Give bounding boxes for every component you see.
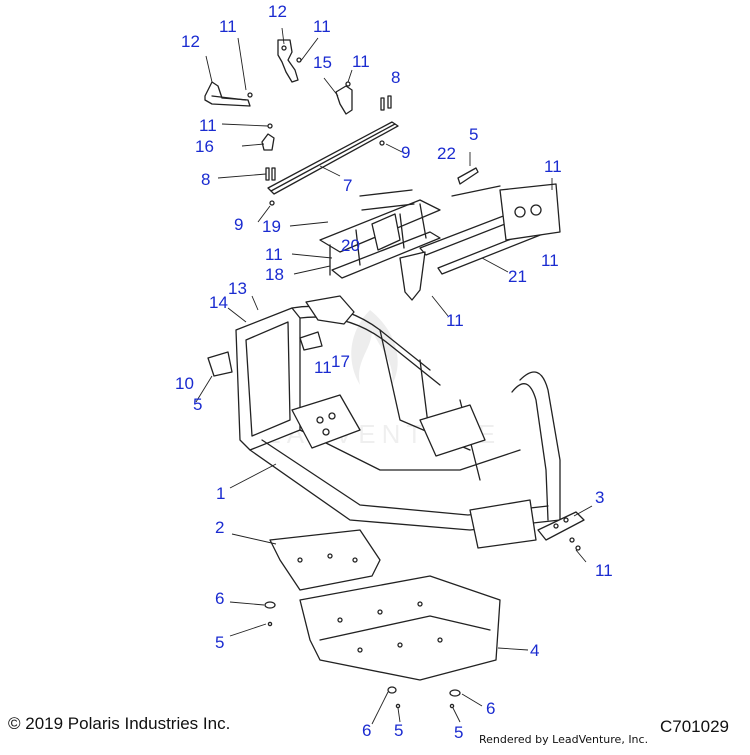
- fastener-group-top: [247, 57, 392, 206]
- callout-14[interactable]: 14: [209, 293, 228, 312]
- callout-20[interactable]: 20: [341, 236, 360, 255]
- callout-5-left[interactable]: 5: [193, 395, 203, 414]
- callout-11-top-right[interactable]: 11: [313, 17, 331, 36]
- callout-5-bottom-center[interactable]: 5: [394, 721, 404, 740]
- callout-11-bar-left[interactable]: 11: [199, 116, 217, 135]
- fastener-group-bottom: [264, 537, 581, 709]
- main-frame-1: [235, 305, 561, 549]
- callout-8-left[interactable]: 8: [201, 170, 211, 189]
- callout-6-left[interactable]: 6: [215, 589, 225, 608]
- bracket-16: [261, 133, 275, 151]
- callout-7[interactable]: 7: [343, 176, 353, 195]
- skid-plate-2: [269, 529, 381, 591]
- callout-13[interactable]: 13: [228, 279, 247, 298]
- callout-11-subframe-right[interactable]: 11: [541, 251, 559, 270]
- callout-5-top[interactable]: 5: [469, 125, 479, 144]
- callout-8-top[interactable]: 8: [391, 68, 401, 87]
- callout-5-bottom-left[interactable]: 5: [215, 633, 225, 652]
- callout-19[interactable]: 19: [262, 217, 281, 236]
- render-note: Rendered by LeadVenture, Inc.: [479, 733, 649, 746]
- callout-10[interactable]: 10: [175, 374, 194, 393]
- callout-4[interactable]: 4: [530, 641, 540, 660]
- bracket-12-top: [277, 39, 299, 83]
- subframe-20: [319, 189, 441, 279]
- callout-9-top[interactable]: 9: [401, 143, 411, 162]
- bracket-12-left: [204, 81, 251, 107]
- plate-3: [537, 511, 585, 541]
- callout-11-subframe-bottom[interactable]: 11: [446, 311, 464, 330]
- watermark-logo: [351, 310, 398, 385]
- callout-11-right-top[interactable]: 11: [544, 157, 562, 176]
- callout-12-top[interactable]: 12: [268, 2, 287, 21]
- subframe-21: [399, 183, 561, 301]
- callout-15[interactable]: 15: [313, 53, 332, 72]
- bracket-15: [335, 85, 353, 115]
- copyright-text: © 2019 Polaris Industries Inc.: [8, 714, 231, 733]
- callout-11-top-left[interactable]: 11: [219, 17, 237, 36]
- callout-11-plate-3[interactable]: 11: [595, 561, 613, 580]
- diagram-code: C701029: [660, 717, 730, 736]
- callout-11-subframe-left[interactable]: 11: [265, 245, 283, 264]
- callout-12-left[interactable]: 12: [181, 32, 200, 51]
- skid-plate-4: [299, 575, 501, 681]
- frame-bar-7: [267, 121, 399, 195]
- leader-lines: [195, 27, 593, 725]
- callout-6-bottom-center[interactable]: 6: [362, 721, 372, 740]
- callout-9-left[interactable]: 9: [234, 215, 244, 234]
- callout-11-frame-center[interactable]: 11: [314, 358, 332, 377]
- callout-5-bottom-right[interactable]: 5: [454, 723, 464, 742]
- callout-6-bottom-right[interactable]: 6: [486, 699, 496, 718]
- callout-3[interactable]: 3: [595, 488, 605, 507]
- callout-21[interactable]: 21: [508, 267, 527, 286]
- callout-17[interactable]: 17: [331, 352, 350, 371]
- callout-11-bracket-15[interactable]: 11: [352, 52, 370, 71]
- bracket-17: [299, 331, 323, 351]
- callout-18[interactable]: 18: [265, 265, 284, 284]
- bracket-14: [305, 295, 355, 325]
- bracket-22: [457, 167, 479, 185]
- callout-2[interactable]: 2: [215, 518, 225, 537]
- callout-1[interactable]: 1: [216, 484, 226, 503]
- callout-22[interactable]: 22: [437, 144, 456, 163]
- bracket-10: [207, 351, 233, 377]
- callout-16[interactable]: 16: [195, 137, 214, 156]
